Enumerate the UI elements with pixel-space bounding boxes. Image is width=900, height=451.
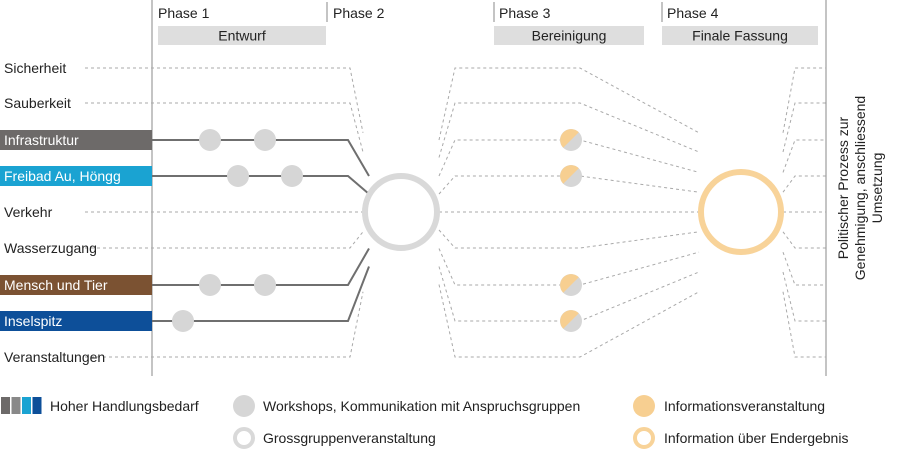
dashed-link-mid	[438, 284, 700, 358]
legend-info-event-label: Informationsveranstaltung	[664, 398, 825, 414]
info-event-dot-half	[560, 310, 579, 329]
info-event-dot-1	[560, 165, 582, 187]
legend-swatch-2	[22, 397, 31, 414]
topic-bar-7	[0, 311, 152, 331]
dashed-link-right	[782, 291, 826, 358]
dashed-link-left	[85, 102, 364, 153]
phase-label-3: Phase 3	[499, 5, 551, 21]
dashed-link-right	[782, 251, 826, 286]
final-info-ring	[698, 169, 784, 255]
dashed-link-left	[85, 67, 364, 133]
topic-label-5: Wasserzugang	[4, 240, 97, 256]
legend-final-info-ring	[633, 427, 655, 449]
info-event-dot-half	[560, 129, 579, 148]
info-event-dot-3	[560, 310, 582, 332]
legend-swatch-0	[1, 397, 10, 414]
stage-bar-bereinigung	[494, 26, 644, 45]
info-event-dot-half	[560, 165, 579, 184]
stage-bar-entwurf-label: Entwurf	[218, 28, 266, 44]
side-text-line-0: Politischer Prozess zur	[835, 116, 851, 259]
dashed-link-mid	[438, 266, 700, 322]
topic-label-3: Freibad Au, Höngg	[4, 168, 121, 184]
dashed-link-left	[85, 291, 364, 358]
workshop-dot-1	[254, 129, 276, 151]
legend-large-group-ring	[233, 427, 255, 449]
phase-label-4: Phase 4	[667, 5, 719, 21]
topic-bar-2	[0, 130, 152, 150]
large-group-ring	[362, 173, 440, 251]
workshop-dot-3	[281, 165, 303, 187]
legend-info-event-dot	[633, 395, 655, 417]
dashed-link-left	[85, 231, 364, 249]
legend-workshop-dot	[233, 395, 255, 417]
stage-bar-entwurf	[158, 26, 326, 45]
workshop-dot-6	[172, 310, 194, 332]
legend-high-need-label: Hoher Handlungsbedarf	[50, 398, 199, 414]
info-event-dot-half	[560, 274, 579, 293]
workshop-dot-0	[199, 129, 221, 151]
stage-bar-bereinigung-label: Bereinigung	[532, 28, 607, 44]
legend-swatch-3	[32, 397, 42, 414]
topic-label-6: Mensch und Tier	[4, 277, 108, 293]
topic-bar-6	[0, 275, 152, 295]
workshop-dot-4	[199, 274, 221, 296]
legend-workshops-label: Workshops, Kommunikation mit Anspruchsgr…	[263, 398, 580, 414]
dashed-link-right	[782, 231, 826, 249]
topic-label-0: Sicherheit	[4, 60, 66, 76]
dashed-link-right	[782, 67, 826, 133]
info-event-dot-0	[560, 129, 582, 151]
workshop-dot-2	[227, 165, 249, 187]
dashed-link-mid	[438, 102, 700, 158]
topic-label-4: Verkehr	[4, 204, 53, 220]
topic-label-2: Infrastruktur	[4, 132, 79, 148]
dashed-link-mid	[438, 248, 700, 286]
phase-label-2: Phase 2	[333, 5, 385, 21]
dashed-link-mid	[438, 175, 700, 195]
dashed-link-right	[782, 139, 826, 173]
dashed-link-right	[782, 271, 826, 322]
stage-bar-finale-fassung-label: Finale Fassung	[692, 28, 788, 44]
phase-label-1: Phase 1	[158, 5, 210, 21]
topic-label-1: Sauberkeit	[4, 95, 71, 111]
legend-info-result-label: Information über Endergebnis	[664, 430, 848, 446]
info-event-dot-2	[560, 274, 582, 296]
solid-link-7	[152, 266, 370, 322]
workshop-dot-5	[254, 274, 276, 296]
side-text-line-1: Genehmigung, anschliessend	[852, 96, 868, 280]
dashed-link-right	[782, 175, 826, 193]
legend-swatch-1	[11, 397, 21, 414]
topic-bar-3	[0, 166, 152, 186]
dashed-link-mid	[438, 139, 700, 177]
dashed-link-mid	[438, 67, 700, 141]
topic-label-8: Veranstaltungen	[4, 349, 105, 365]
solid-link-3	[152, 175, 370, 195]
dashed-link-mid	[438, 229, 700, 249]
stage-bar-finale-fassung	[662, 26, 818, 45]
legend-large-group-label: Grossgruppenveranstaltung	[263, 430, 436, 446]
topic-label-7: Inselspitz	[4, 313, 62, 329]
side-text-line-2: Umsetzung	[869, 153, 885, 224]
dashed-link-right	[782, 102, 826, 153]
